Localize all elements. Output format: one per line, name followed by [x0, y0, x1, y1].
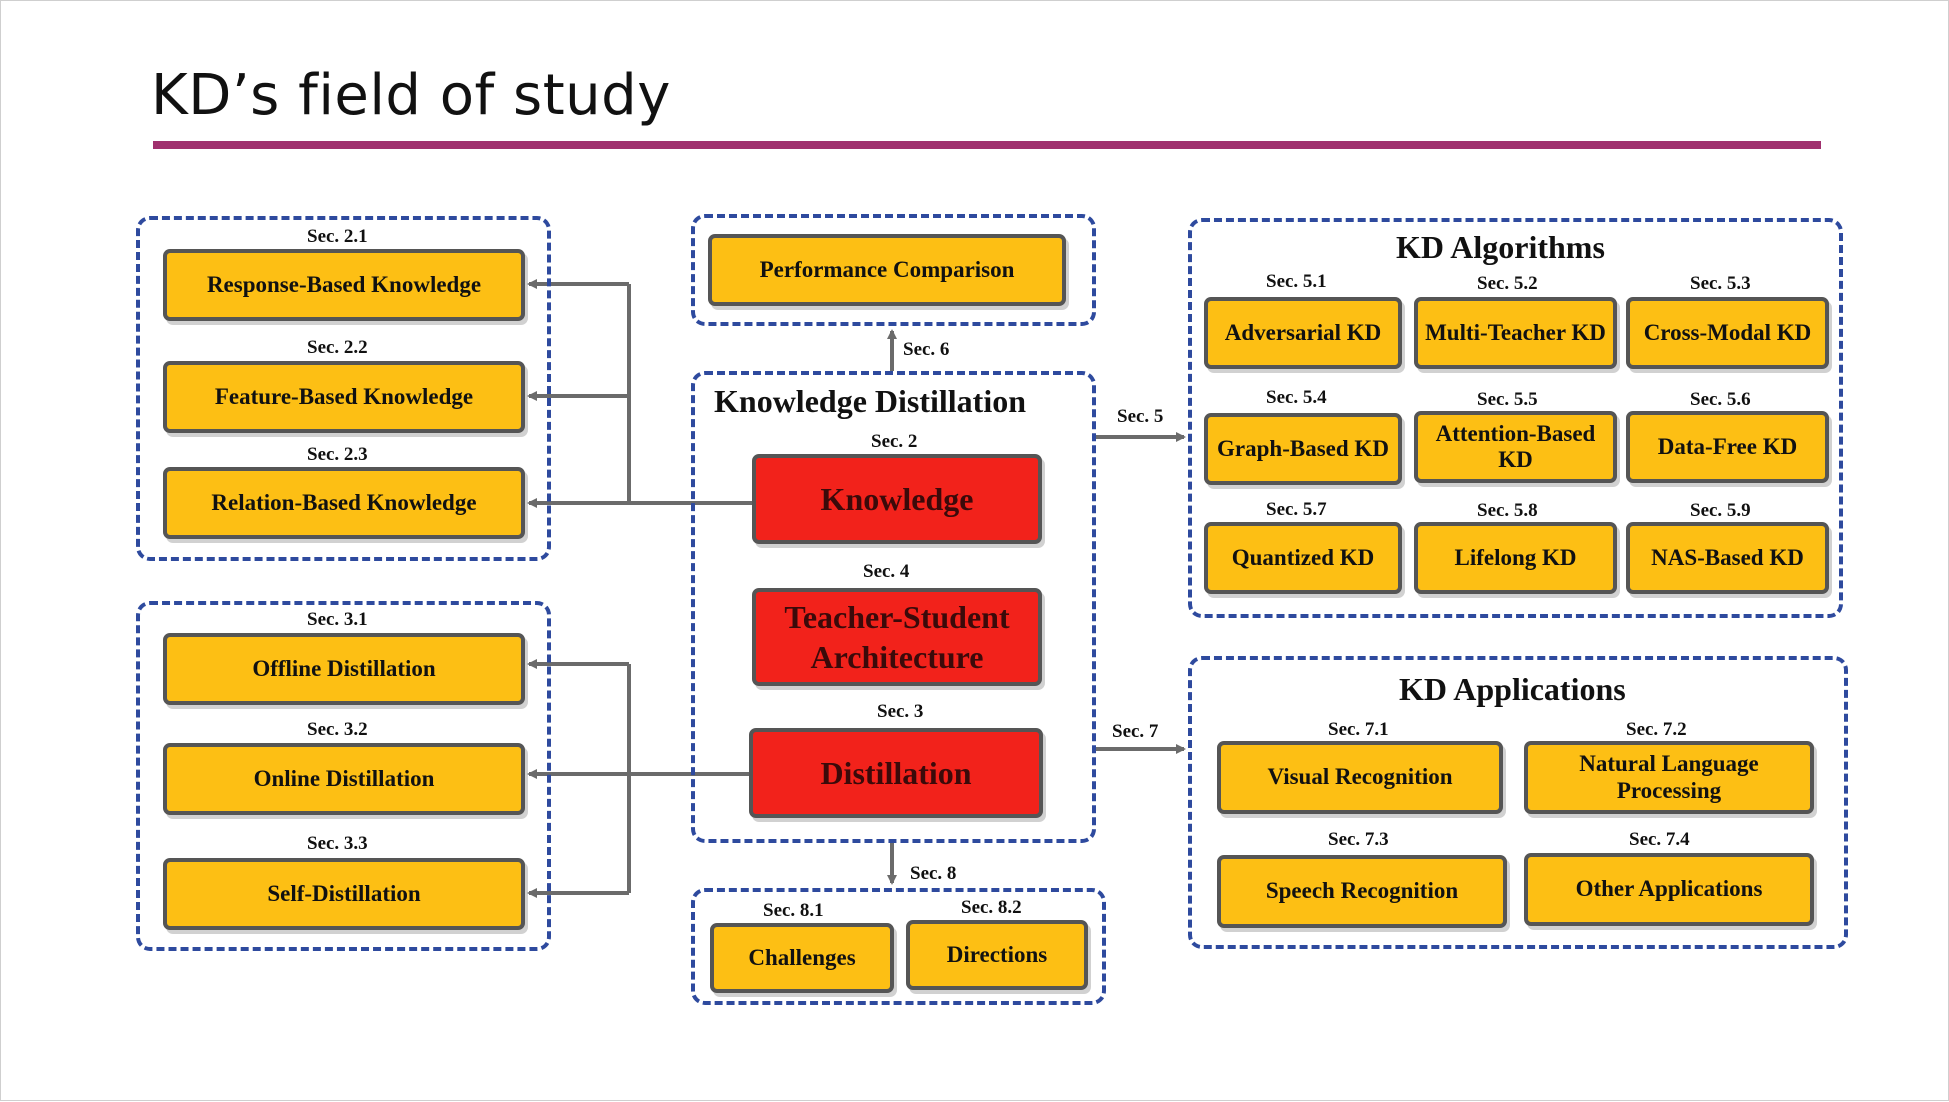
online-distillation-box[interactable]: Online Distillation [163, 743, 525, 815]
sec-label: Sec. 3.1 [307, 609, 368, 630]
relation-based-knowledge-box[interactable]: Relation-Based Knowledge [163, 467, 525, 539]
sec-label: Sec. 5.2 [1477, 273, 1538, 294]
title-underline [153, 141, 1821, 149]
sec-label: Sec. 2.2 [307, 337, 368, 358]
sec-label: Sec. 2.3 [307, 444, 368, 465]
lifelong-kd-box[interactable]: Lifelong KD [1414, 522, 1617, 594]
sec-label: Sec. 2.1 [307, 226, 368, 247]
sec-label: Sec. 7.1 [1328, 719, 1389, 740]
knowledge-box[interactable]: Knowledge [752, 454, 1042, 544]
natural-language-processing-box[interactable]: Natural Language Processing [1524, 741, 1814, 814]
self-distillation-box[interactable]: Self-Distillation [163, 858, 525, 930]
knowledge-types-group [136, 216, 551, 561]
visual-recognition-box[interactable]: Visual Recognition [1217, 741, 1503, 814]
sec-label: Sec. 7 [1112, 721, 1159, 742]
offline-distillation-box[interactable]: Offline Distillation [163, 633, 525, 705]
multi-teacher-kd-box[interactable]: Multi-Teacher KD [1414, 297, 1617, 369]
sec-label: Sec. 5.3 [1690, 273, 1751, 294]
sec-label: Sec. 3 [877, 701, 924, 722]
kd-applications-group [1188, 656, 1848, 949]
sec-label: Sec. 5.8 [1477, 500, 1538, 521]
sec-label: Sec. 8.2 [961, 897, 1022, 918]
challenges-box[interactable]: Challenges [710, 923, 894, 993]
sec-label: Sec. 5.5 [1477, 389, 1538, 410]
other-applications-box[interactable]: Other Applications [1524, 853, 1814, 926]
performance-group [691, 214, 1096, 326]
kd-algorithms-title: KD Algorithms [1396, 229, 1605, 265]
nas-based-kd-box[interactable]: NAS-Based KD [1626, 522, 1829, 594]
graph-based-kd-box[interactable]: Graph-Based KD [1204, 413, 1402, 485]
data-free-kd-box[interactable]: Data-Free KD [1626, 411, 1829, 483]
cross-modal-kd-box[interactable]: Cross-Modal KD [1626, 297, 1829, 369]
knowledge-distillation-title: Knowledge Distillation [714, 383, 1027, 419]
speech-recognition-box[interactable]: Speech Recognition [1217, 855, 1507, 928]
sec-label: Sec. 3.3 [307, 833, 368, 854]
sec-label: Sec. 5.9 [1690, 500, 1751, 521]
sec-label: Sec. 8 [910, 863, 957, 884]
sec-label: Sec. 7.2 [1626, 719, 1687, 740]
sec-label: Sec. 5.4 [1266, 387, 1327, 408]
distillation-box[interactable]: Distillation [749, 728, 1043, 818]
sec-label: Sec. 7.3 [1328, 829, 1389, 850]
sec-label: Sec. 3.2 [307, 719, 368, 740]
directions-box[interactable]: Directions [906, 920, 1088, 990]
sec-label: Sec. 5.6 [1690, 389, 1751, 410]
sec-label: Sec. 7.4 [1629, 829, 1690, 850]
adversarial-kd-box[interactable]: Adversarial KD [1204, 297, 1402, 369]
sec-label: Sec. 2 [871, 431, 918, 452]
sec-label: Sec. 6 [903, 339, 950, 360]
quantized-kd-box[interactable]: Quantized KD [1204, 522, 1402, 594]
kd-algorithms-group [1188, 218, 1843, 618]
feature-based-knowledge-box[interactable]: Feature-Based Knowledge [163, 361, 525, 433]
teacher-student-architecture-box[interactable]: Teacher-Student Architecture [752, 588, 1042, 686]
sec-label: Sec. 8.1 [763, 900, 824, 921]
sec-label: Sec. 4 [863, 561, 910, 582]
sec-label: Sec. 5 [1117, 406, 1164, 427]
performance-comparison-box[interactable]: Performance Comparison [708, 234, 1066, 306]
slide-title: KD’s field of study [151, 63, 671, 128]
kd-applications-title: KD Applications [1399, 671, 1626, 707]
sec-label: Sec. 5.1 [1266, 271, 1327, 292]
future-group [691, 888, 1106, 1005]
sec-label: Sec. 5.7 [1266, 499, 1327, 520]
attention-based-kd-box[interactable]: Attention-Based KD [1414, 411, 1617, 483]
distillation-schemes-group [136, 601, 551, 951]
knowledge-distillation-group [691, 371, 1096, 843]
response-based-knowledge-box[interactable]: Response-Based Knowledge [163, 249, 525, 321]
